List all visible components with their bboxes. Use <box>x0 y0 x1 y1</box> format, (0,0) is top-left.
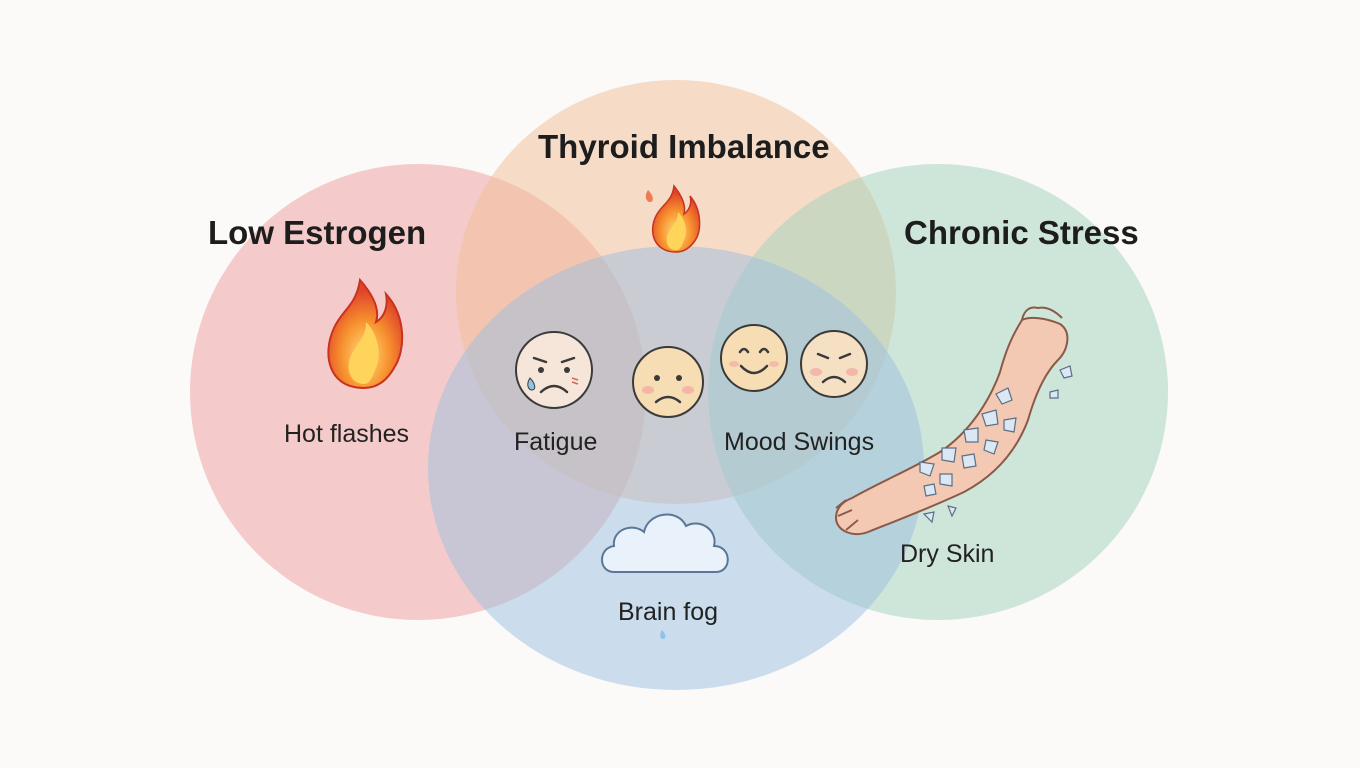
circle-label-low-estrogen: Low Estrogen <box>208 214 427 251</box>
flame-icon <box>327 277 404 390</box>
symptom-brain-fog: Brain fog <box>618 598 719 626</box>
flame-icon <box>645 184 701 253</box>
symptom-dry-skin: Dry Skin <box>900 540 995 568</box>
symptom-fatigue: Fatigue <box>514 428 598 456</box>
cloud-icon <box>601 513 729 639</box>
symptom-hot-flashes: Hot flashes <box>284 420 410 448</box>
symptom-mood-swings: Mood Swings <box>724 428 875 456</box>
sad-face-icon <box>800 330 868 398</box>
frown-face-icon <box>632 346 704 418</box>
circle-label-chronic-stress: Chronic Stress <box>904 214 1139 251</box>
circle-label-thyroid-imbalance: Thyroid Imbalance <box>538 128 830 165</box>
arm-icon <box>834 306 1073 536</box>
smile-face-icon <box>720 324 788 392</box>
sad-face-icon <box>515 331 593 409</box>
